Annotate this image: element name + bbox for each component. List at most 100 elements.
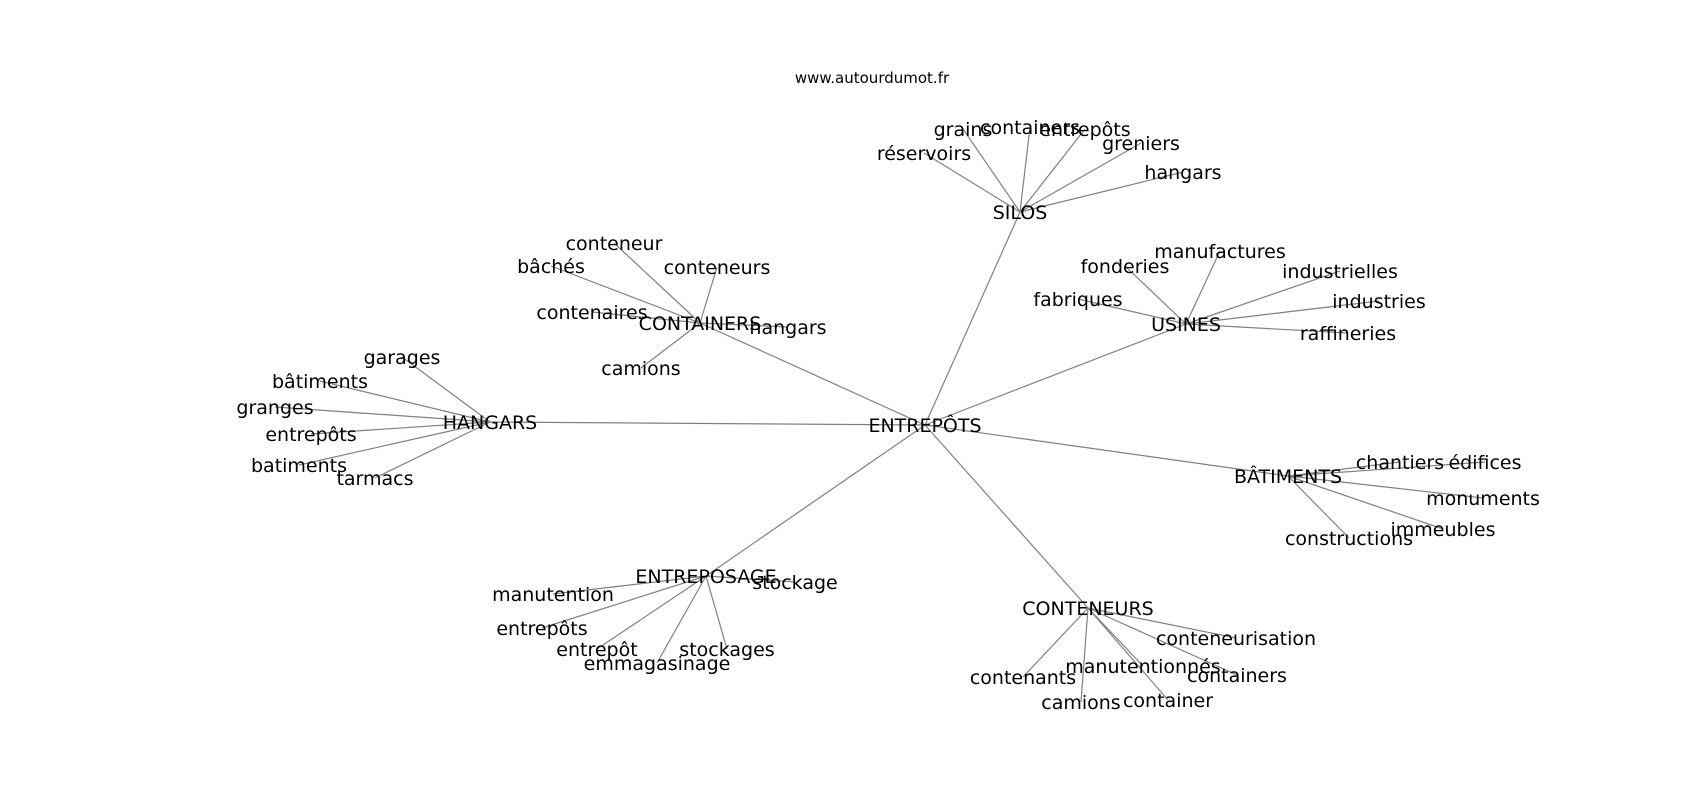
hub-word[interactable]: USINES — [1151, 314, 1221, 336]
word-edge — [1287, 461, 1486, 477]
site-credit: www.autourdumot.fr — [795, 69, 950, 87]
word-edge — [1022, 607, 1089, 678]
related-word[interactable]: chantiers — [1356, 452, 1444, 474]
related-word[interactable]: tarmacs — [336, 468, 413, 490]
related-word[interactable]: contenants — [970, 667, 1076, 689]
hub-word[interactable]: ENTREPOSAGE — [635, 566, 776, 588]
word-edge — [274, 406, 491, 423]
word-edge — [374, 421, 491, 479]
related-word[interactable]: entrepôts — [1039, 119, 1130, 141]
word-edge — [1087, 607, 1169, 701]
related-word[interactable]: manutentionnés — [1065, 656, 1220, 678]
related-word[interactable]: garages — [364, 347, 441, 369]
related-word[interactable]: grains — [934, 119, 993, 141]
center-edge — [489, 421, 926, 426]
related-word[interactable]: granges — [236, 397, 313, 419]
related-word[interactable]: camions — [1041, 692, 1120, 714]
hub-word[interactable]: HANGARS — [443, 412, 537, 434]
related-word[interactable]: hangars — [1144, 162, 1221, 184]
hub-word[interactable]: SILOS — [993, 202, 1048, 224]
related-word[interactable]: bâchés — [517, 256, 585, 278]
related-word[interactable]: entrepôts — [496, 618, 587, 640]
related-word[interactable]: industries — [1332, 291, 1425, 313]
word-edge — [1019, 142, 1142, 213]
related-word[interactable]: batiments — [251, 455, 347, 477]
related-word[interactable]: conteneur — [566, 233, 663, 255]
word-edge — [319, 380, 491, 423]
center-edge — [924, 424, 1289, 477]
word-edge — [640, 322, 701, 369]
related-word[interactable]: greniers — [1102, 133, 1180, 155]
related-word[interactable]: entrepôts — [265, 424, 356, 446]
center-edge — [924, 424, 1089, 609]
word-edge — [962, 128, 1021, 213]
related-word[interactable]: containers — [980, 117, 1080, 139]
word-edge — [1080, 607, 1089, 703]
word-edge — [613, 242, 701, 324]
center-edge — [924, 323, 1187, 426]
word-edge — [705, 575, 796, 583]
word-edge — [1019, 126, 1031, 213]
word-edge — [699, 266, 718, 324]
related-word[interactable]: hangars — [749, 317, 826, 339]
word-edge — [1185, 250, 1221, 325]
related-word[interactable]: immeubles — [1391, 519, 1496, 541]
center-word[interactable]: ENTREPÔTS — [868, 413, 981, 437]
related-word[interactable]: container — [1123, 690, 1213, 712]
related-word[interactable]: manutention — [492, 584, 614, 606]
related-word[interactable]: entrepôt — [556, 639, 637, 661]
related-word[interactable]: raffineries — [1300, 323, 1396, 345]
related-word[interactable]: contenaires — [536, 302, 647, 324]
related-word[interactable]: conteneurs — [664, 257, 771, 279]
center-edge — [924, 211, 1021, 426]
word-edge — [1185, 300, 1380, 325]
related-word[interactable]: conteneurisation — [1156, 628, 1316, 650]
related-word[interactable]: édifices — [1448, 452, 1521, 474]
word-edge — [1077, 298, 1187, 325]
word-edge — [699, 322, 789, 328]
word-edge — [1124, 265, 1187, 325]
related-word[interactable]: manufactures — [1154, 241, 1286, 263]
graph-labels: www.autourdumot.fr ENTREPÔTSSILOSgrainsc… — [236, 69, 1540, 714]
related-word[interactable]: industrielles — [1282, 261, 1398, 283]
word-edge — [550, 265, 701, 324]
related-word[interactable]: fabriques — [1033, 289, 1122, 311]
word-edge — [596, 575, 707, 650]
hub-word[interactable]: CONTENEURS — [1022, 598, 1153, 620]
related-word[interactable]: monuments — [1426, 488, 1540, 510]
related-word[interactable]: camions — [601, 358, 680, 380]
word-edge — [541, 575, 707, 629]
word-edge — [1185, 323, 1349, 334]
word-edge — [1287, 475, 1484, 499]
hub-word[interactable]: BÂTIMENTS — [1234, 465, 1342, 488]
word-edge — [310, 421, 491, 435]
center-edge — [705, 424, 926, 577]
word-edge — [591, 311, 701, 324]
related-word[interactable]: bâtiments — [272, 371, 368, 393]
hub-word[interactable]: CONTAINERS — [639, 313, 762, 335]
related-word[interactable]: fonderies — [1081, 256, 1170, 278]
related-word[interactable]: stockages — [679, 639, 774, 661]
word-edge — [401, 356, 491, 423]
word-edge — [1287, 475, 1444, 530]
word-edge — [1087, 607, 1237, 639]
related-word[interactable]: constructions — [1285, 528, 1413, 550]
word-edge — [1185, 270, 1341, 325]
word-edge — [656, 575, 707, 664]
word-edge — [1287, 475, 1350, 539]
center-edge — [699, 322, 926, 426]
word-edge — [298, 421, 491, 466]
related-word[interactable]: emmagasinage — [584, 653, 731, 675]
word-edge — [923, 152, 1021, 213]
word-edge — [1019, 128, 1086, 213]
related-word[interactable]: containers — [1187, 665, 1287, 687]
related-word[interactable]: stockage — [752, 572, 837, 594]
word-edge — [705, 575, 728, 650]
related-word[interactable]: réservoirs — [877, 143, 971, 165]
word-edge — [1287, 461, 1401, 477]
word-edge — [1087, 607, 1238, 676]
word-edge — [1019, 171, 1184, 213]
word-edge — [552, 575, 707, 595]
graph-edges — [274, 126, 1486, 703]
